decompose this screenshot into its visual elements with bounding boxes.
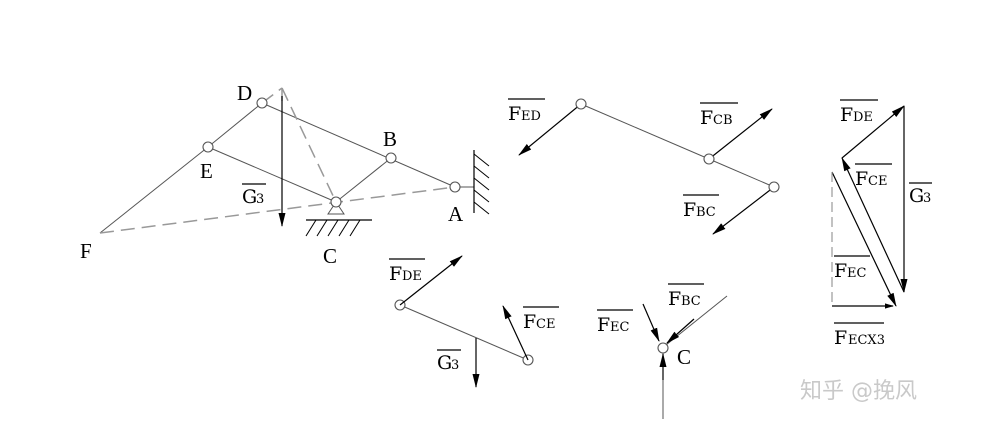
node-c-f-bc-arrow (666, 318, 695, 344)
f-cb-arrow (708, 108, 773, 160)
svg-text:CB: CB (713, 113, 733, 128)
svg-text:DE: DE (853, 110, 873, 125)
label-c2: C (677, 345, 691, 369)
joint-b (385, 152, 397, 164)
svg-text:F: F (840, 104, 853, 126)
joint-b2 (703, 153, 715, 165)
svg-text:CE: CE (868, 174, 887, 189)
fbd-f-ce-arrow (502, 305, 529, 361)
ground-support-c (305, 201, 372, 237)
svg-text:EC: EC (610, 320, 629, 335)
label-f: F (80, 239, 92, 263)
label-b: B (383, 127, 397, 151)
svg-text:CE: CE (536, 317, 555, 332)
svg-text:F: F (855, 168, 868, 190)
svg-text:ECX3: ECX3 (848, 333, 885, 348)
svg-text:BC: BC (681, 294, 701, 309)
svg-text:F: F (834, 327, 847, 349)
svg-text:F: F (700, 107, 713, 129)
joint-c4 (657, 342, 669, 354)
joint-d2 (575, 98, 587, 110)
svg-text:3: 3 (923, 191, 931, 206)
svg-text:F: F (683, 199, 696, 221)
svg-text:G: G (437, 352, 452, 374)
svg-text:F: F (834, 260, 847, 282)
f-bc-arrow (712, 186, 775, 235)
link-ec (207, 146, 337, 203)
joint-a2 (768, 181, 780, 193)
dashed-line-dc (281, 87, 337, 203)
label-c: C (323, 244, 337, 268)
link-ba (708, 158, 775, 188)
poly-f-ec-arrow (831, 171, 897, 307)
svg-text:G: G (909, 185, 924, 207)
svg-text:EC: EC (847, 266, 866, 281)
svg-text:BC: BC (696, 205, 716, 220)
svg-text:F: F (389, 263, 402, 285)
joint-d (256, 97, 268, 109)
watermark: 知乎 @挽风 (800, 379, 917, 404)
link-db (580, 103, 710, 160)
label-fbd-g3: G3 (437, 349, 461, 374)
joint-e (202, 141, 214, 153)
svg-text:ED: ED (521, 109, 541, 124)
poly-f-de-arrow (841, 105, 905, 159)
label-e: E (200, 159, 213, 183)
label-a: A (448, 202, 464, 226)
poly-f-ce-arrow (841, 157, 905, 293)
svg-text:DE: DE (402, 269, 422, 284)
joint-a (449, 181, 461, 193)
link-cb (335, 157, 392, 203)
label-poly-g3: G3 (909, 182, 932, 207)
wall-support-a (455, 150, 490, 215)
svg-text:F: F (523, 311, 536, 333)
svg-text:3: 3 (451, 358, 459, 373)
f-ed-arrow (518, 103, 582, 156)
link-da (261, 102, 456, 188)
svg-text:F: F (508, 103, 521, 125)
fbd-f-de-arrow (399, 255, 463, 306)
link-fe (99, 146, 209, 234)
dashed-line-fa (99, 186, 456, 234)
link-dc (399, 304, 529, 361)
svg-text:F: F (668, 288, 681, 310)
joint-c (330, 196, 342, 208)
svg-text:3: 3 (256, 192, 264, 207)
link-ed (207, 102, 263, 148)
node-c-f-ec-arrow (642, 303, 660, 342)
svg-text:F: F (597, 314, 610, 336)
label-d: D (237, 81, 252, 105)
mechanism: D B E A F C G3 (80, 81, 490, 268)
svg-text:G: G (242, 186, 257, 208)
label-g3: G3 (242, 183, 266, 208)
